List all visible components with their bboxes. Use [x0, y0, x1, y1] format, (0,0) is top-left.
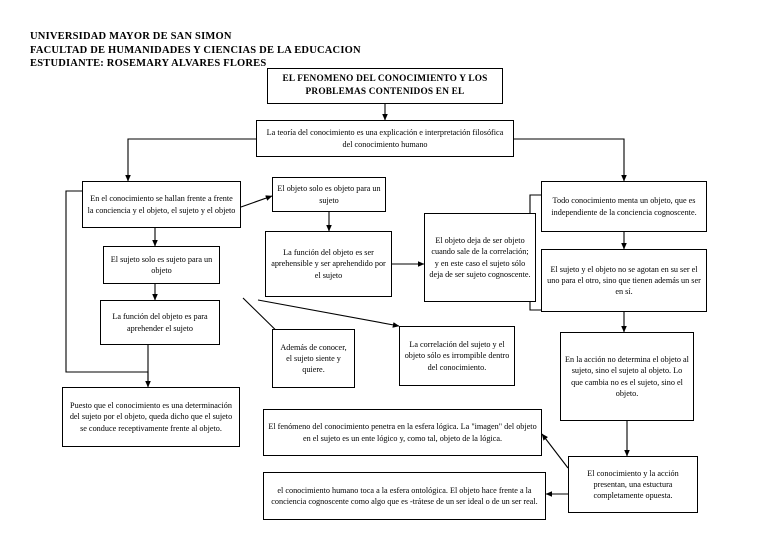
edge-teoria-hallan [125, 138, 256, 182]
node-puesto-que: Puesto que el conocimiento es una determ… [62, 387, 240, 447]
edge-funcion-correlacion [257, 299, 400, 328]
node-title: EL FENOMENO DEL CONOCIMIENTO Y LOS PROBL… [267, 68, 503, 104]
edge-estructura-logica [541, 433, 569, 469]
edge-teoria-todo [514, 138, 627, 182]
node-teoria: La teoría del conocimiento es una explic… [256, 120, 514, 157]
node-hallan: En el conocimiento se hallan frente a fr… [82, 181, 241, 228]
node-sujeto-solo: El sujeto solo es sujeto para un objeto [103, 246, 220, 284]
node-ademas-conocer: Además de conocer, el sujeto siente y qu… [272, 329, 355, 388]
node-esfera-ontologica: el conocimiento humano toca a la esfera … [263, 472, 546, 520]
edge-hallan-objetosolo [240, 195, 273, 208]
node-funcion-objeto-aprehensible: La función del objeto es ser aprehensibl… [265, 231, 392, 297]
node-correlacion: La correlación del sujeto y el objeto só… [399, 326, 515, 386]
node-objeto-solo: El objeto solo es objeto para un sujeto [272, 177, 386, 212]
node-no-se-agotan: El sujeto y el objeto no se agotan en su… [541, 249, 707, 312]
node-en-la-accion: En la acción no determina el objeto al s… [560, 332, 694, 421]
node-esfera-logica: El fenómeno del conocimiento penetra en … [263, 409, 542, 456]
node-estructura-opuesta: El conocimiento y la acción presentan, u… [568, 456, 698, 513]
node-todo-conocimiento: Todo conocimiento menta un objeto, que e… [541, 181, 707, 232]
institution-header: UNIVERSIDAD MAYOR DE SAN SIMON FACULTAD … [30, 31, 361, 69]
node-objeto-deja: El objeto deja de ser objeto cuando sale… [424, 213, 536, 302]
node-funcion-objeto-aprehender: La función del objeto es para aprehender… [100, 300, 220, 345]
